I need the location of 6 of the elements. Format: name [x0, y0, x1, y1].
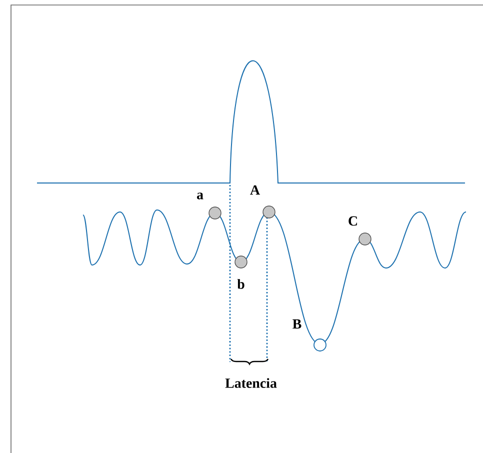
peak-label: a [196, 192, 204, 200]
peak-label: C [348, 216, 357, 226]
trough-label: b [237, 279, 244, 289]
peak-label: A [250, 185, 260, 195]
latency-label: Latencia [225, 378, 277, 388]
trough-label: B [292, 319, 302, 329]
